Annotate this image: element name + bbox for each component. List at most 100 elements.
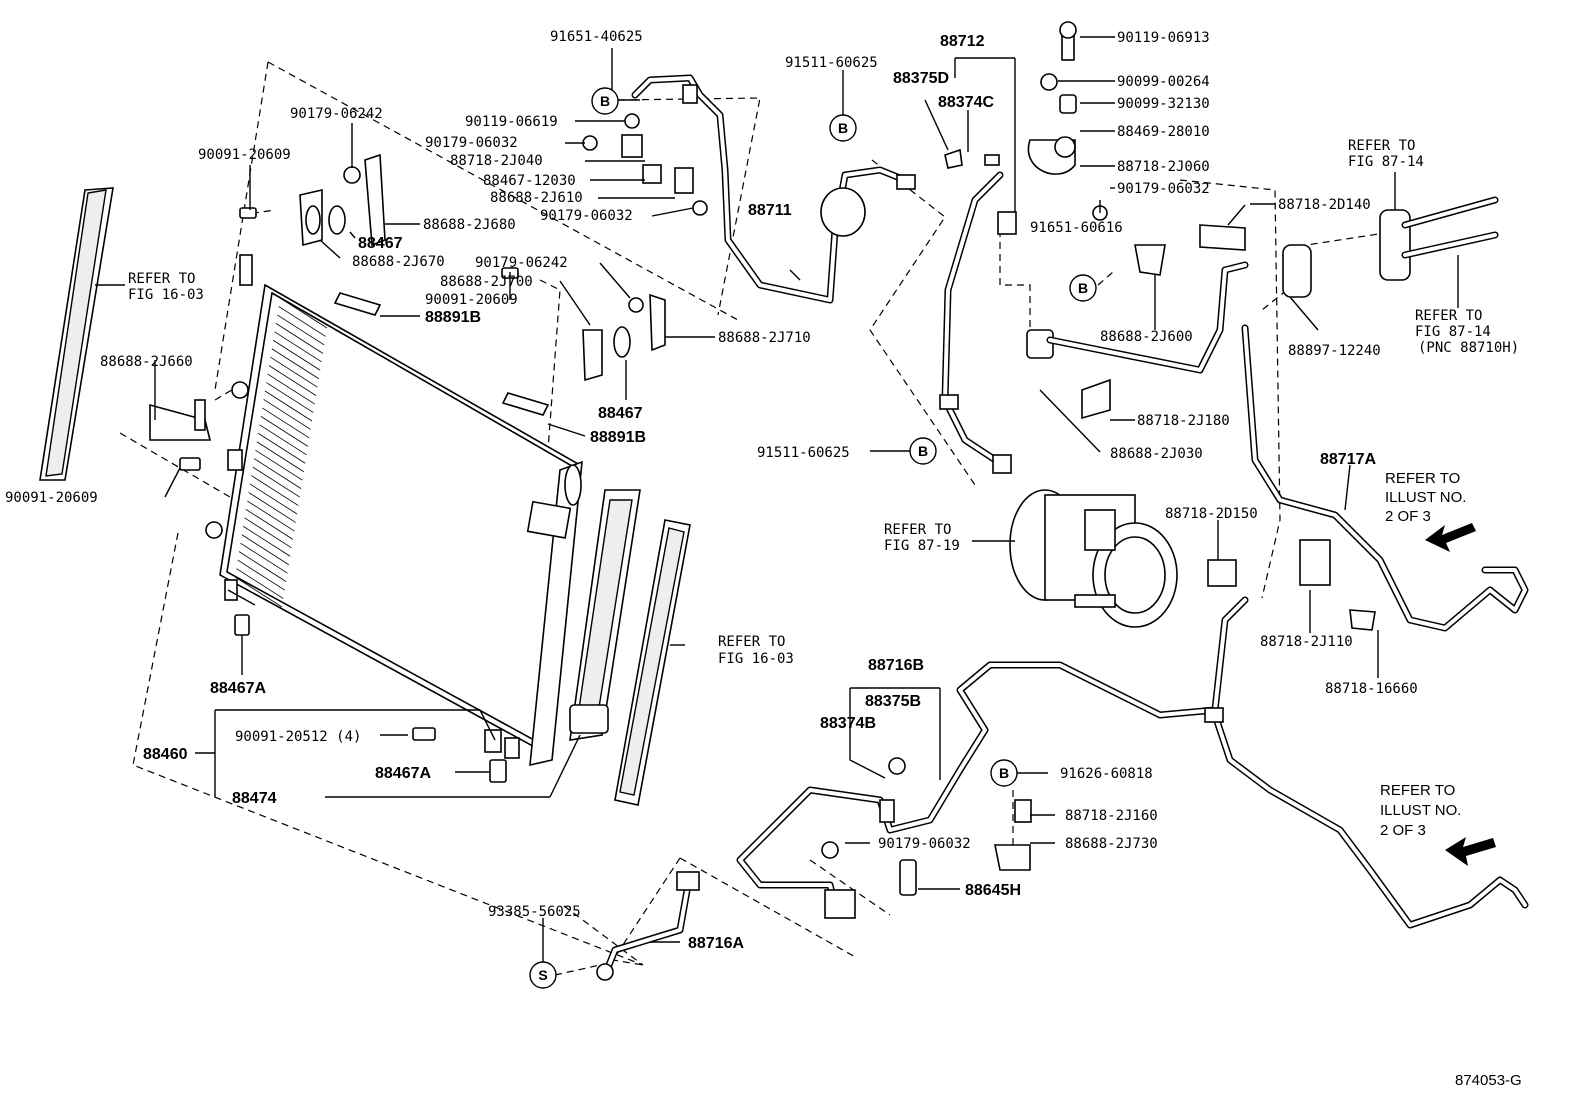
condenser-fin <box>279 297 328 329</box>
label-88645H: 88645H <box>965 882 1021 899</box>
label-88688-2J030: 88688-2J030 <box>1110 446 1203 462</box>
ref-fig-16-03-right: REFER TO FIG 16-03 <box>718 634 794 667</box>
label-88712: 88712 <box>940 33 985 50</box>
label-88891B: 88891B <box>590 429 646 446</box>
marker-b: B <box>591 87 619 115</box>
svg-text:FIG 87-19: FIG 87-19 <box>884 538 960 554</box>
label-88718-16660: 88718-16660 <box>1325 681 1418 697</box>
svg-text:B: B <box>999 765 1009 781</box>
condenser-fin <box>237 559 285 591</box>
label-90091-20609: 90091-20609 <box>5 490 98 506</box>
ref-illust-bottom: REFER TO ILLUST NO. 2 OF 3 <box>1380 782 1461 839</box>
label-88688-2J600: 88688-2J600 <box>1100 329 1193 345</box>
label-88374C: 88374C <box>938 94 994 111</box>
upper-bracket-parts <box>149 153 666 783</box>
label-88467-12030: 88467-12030 <box>483 173 576 189</box>
label-90179-06032: 90179-06032 <box>1117 181 1210 197</box>
label-91651-60616: 91651-60616 <box>1030 220 1123 236</box>
condenser-fin <box>262 407 310 439</box>
condenser-fin <box>234 576 283 608</box>
svg-text:REFER TO: REFER TO <box>718 634 785 650</box>
condenser-fin <box>255 449 303 481</box>
label-88688-2J680: 88688-2J680 <box>423 217 516 233</box>
label-91511-60625: 91511-60625 <box>785 55 878 71</box>
condenser-fin <box>249 483 298 515</box>
label-90099-00264: 90099-00264 <box>1117 74 1210 90</box>
svg-text:FIG 16-03: FIG 16-03 <box>128 287 204 303</box>
pipe-88716b <box>736 596 1529 929</box>
svg-text:B: B <box>1078 280 1088 296</box>
condenser-fin <box>240 542 288 574</box>
marker-b: B <box>990 759 1018 787</box>
label-88467: 88467 <box>598 405 643 422</box>
label-88718-2J180: 88718-2J180 <box>1137 413 1230 429</box>
label-91626-60818: 91626-60818 <box>1060 766 1153 782</box>
condenser-fin <box>263 399 311 430</box>
label-88716A: 88716A <box>688 935 744 952</box>
label-88688-2J710: 88688-2J710 <box>718 330 811 346</box>
svg-text:2 OF 3: 2 OF 3 <box>1380 822 1426 839</box>
svg-text:ILLUST NO.: ILLUST NO. <box>1385 489 1466 506</box>
pipe-88716a <box>596 871 700 981</box>
side-seal-panels <box>569 489 691 806</box>
label-88718-2J040: 88718-2J040 <box>450 153 543 169</box>
condenser-fin <box>264 390 313 422</box>
leader-lines <box>154 36 1379 962</box>
left-seal-panel <box>39 187 114 481</box>
circled-markers: B B B B B S <box>529 87 1097 989</box>
pipe-88711 <box>582 74 916 304</box>
condenser-fin <box>247 500 295 532</box>
label-88718-2J060: 88718-2J060 <box>1117 159 1210 175</box>
condenser-fin <box>272 339 321 371</box>
label-88467A: 88467A <box>210 680 266 697</box>
condenser-fin <box>278 306 326 337</box>
condenser-fin <box>236 568 284 599</box>
label-90119-06913: 90119-06913 <box>1117 30 1210 46</box>
condenser-fin <box>253 458 302 489</box>
condenser-fin <box>256 441 305 473</box>
label-88375B: 88375B <box>865 693 921 710</box>
label-90099-32130: 90099-32130 <box>1117 96 1210 112</box>
condenser-fin <box>274 331 322 363</box>
condenser-fin <box>241 534 290 566</box>
label-88717A: 88717A <box>1320 451 1376 468</box>
label-88716B: 88716B <box>868 657 924 674</box>
label-90179-06032: 90179-06032 <box>540 208 633 224</box>
pipe-88712 <box>939 148 1017 474</box>
label-88897-12240: 88897-12240 <box>1288 343 1381 359</box>
svg-text:REFER TO: REFER TO <box>1348 138 1415 154</box>
svg-text:ILLUST NO.: ILLUST NO. <box>1380 802 1461 819</box>
svg-text:FIG 87-14: FIG 87-14 <box>1415 324 1491 340</box>
condenser-fin <box>275 323 324 354</box>
ref-fig-16-03-left: REFER TO FIG 16-03 <box>95 271 204 303</box>
svg-text:S: S <box>538 967 547 983</box>
label-88718-2J160: 88718-2J160 <box>1065 808 1158 824</box>
reference-notes: REFER TO FIG 16-03 REFER TO FIG 16-03 RE… <box>95 138 1519 839</box>
label-88374B: 88374B <box>820 715 876 732</box>
label-88718-2D150: 88718-2D150 <box>1165 506 1258 522</box>
label-90179-06032: 90179-06032 <box>878 836 971 852</box>
condenser-fin <box>251 475 299 506</box>
direction-arrows <box>1425 523 1496 866</box>
condenser-fin <box>244 517 292 549</box>
pipe-88717a <box>1046 196 1529 632</box>
condenser-fin <box>248 492 296 523</box>
label-88467A: 88467A <box>375 765 431 782</box>
condenser-fin <box>252 466 300 498</box>
label-90179-06032: 90179-06032 <box>425 135 518 151</box>
label-90091-20512: 90091-20512 (4) <box>235 729 361 745</box>
svg-text:B: B <box>838 120 848 136</box>
label-91511-60625: 91511-60625 <box>757 445 850 461</box>
label-88688-2J670: 88688-2J670 <box>352 254 445 270</box>
condenser-fin <box>267 373 315 405</box>
label-91651-40625: 91651-40625 <box>550 29 643 45</box>
svg-text:REFER TO: REFER TO <box>1385 470 1460 487</box>
condenser-fin <box>245 509 294 540</box>
marker-b: B <box>829 114 857 142</box>
label-88711: 88711 <box>748 202 792 219</box>
ref-fig-87-14-top: REFER TO FIG 87-14 <box>1348 138 1424 210</box>
svg-text:REFER TO: REFER TO <box>1380 782 1455 799</box>
svg-text:(PNC 88710H): (PNC 88710H) <box>1418 340 1519 356</box>
condenser-fin <box>277 314 325 346</box>
condenser-fin <box>257 432 306 464</box>
